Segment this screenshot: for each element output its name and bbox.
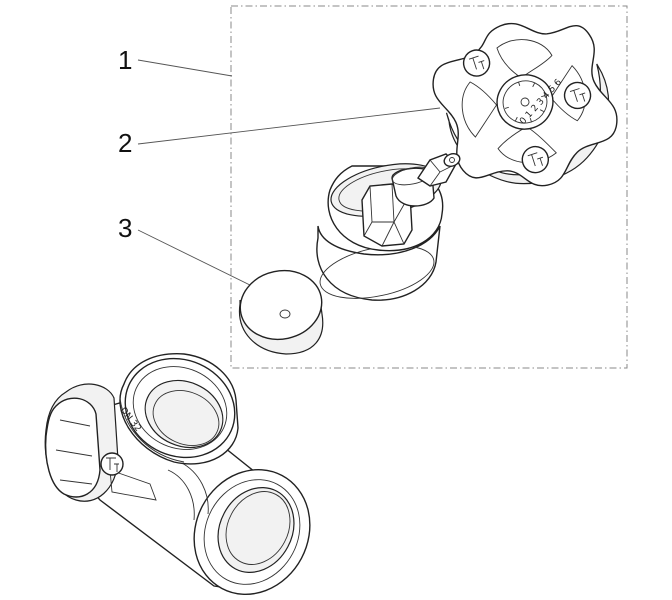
handwheel: 0 1 2 3 4 5 6: [432, 22, 618, 187]
logo-badge-bottom: [521, 145, 550, 174]
body-logo-badge: [100, 452, 124, 476]
bonnet-headwork: [316, 153, 461, 301]
callout-2: 2: [118, 128, 132, 158]
valve-body: DN 32: [44, 353, 311, 596]
callout-3: 3: [118, 213, 132, 243]
logo-badge-right: [563, 81, 592, 110]
leader-line-1: [137, 59, 233, 77]
assembly-group-frame: [230, 5, 628, 369]
leader-line-3: [137, 229, 257, 289]
leader-line-2: [137, 107, 441, 145]
dial-scale: [504, 81, 546, 123]
logo-badge-top: [462, 49, 491, 77]
sealing-disc: [238, 269, 324, 355]
callout-1: 1: [118, 45, 132, 75]
